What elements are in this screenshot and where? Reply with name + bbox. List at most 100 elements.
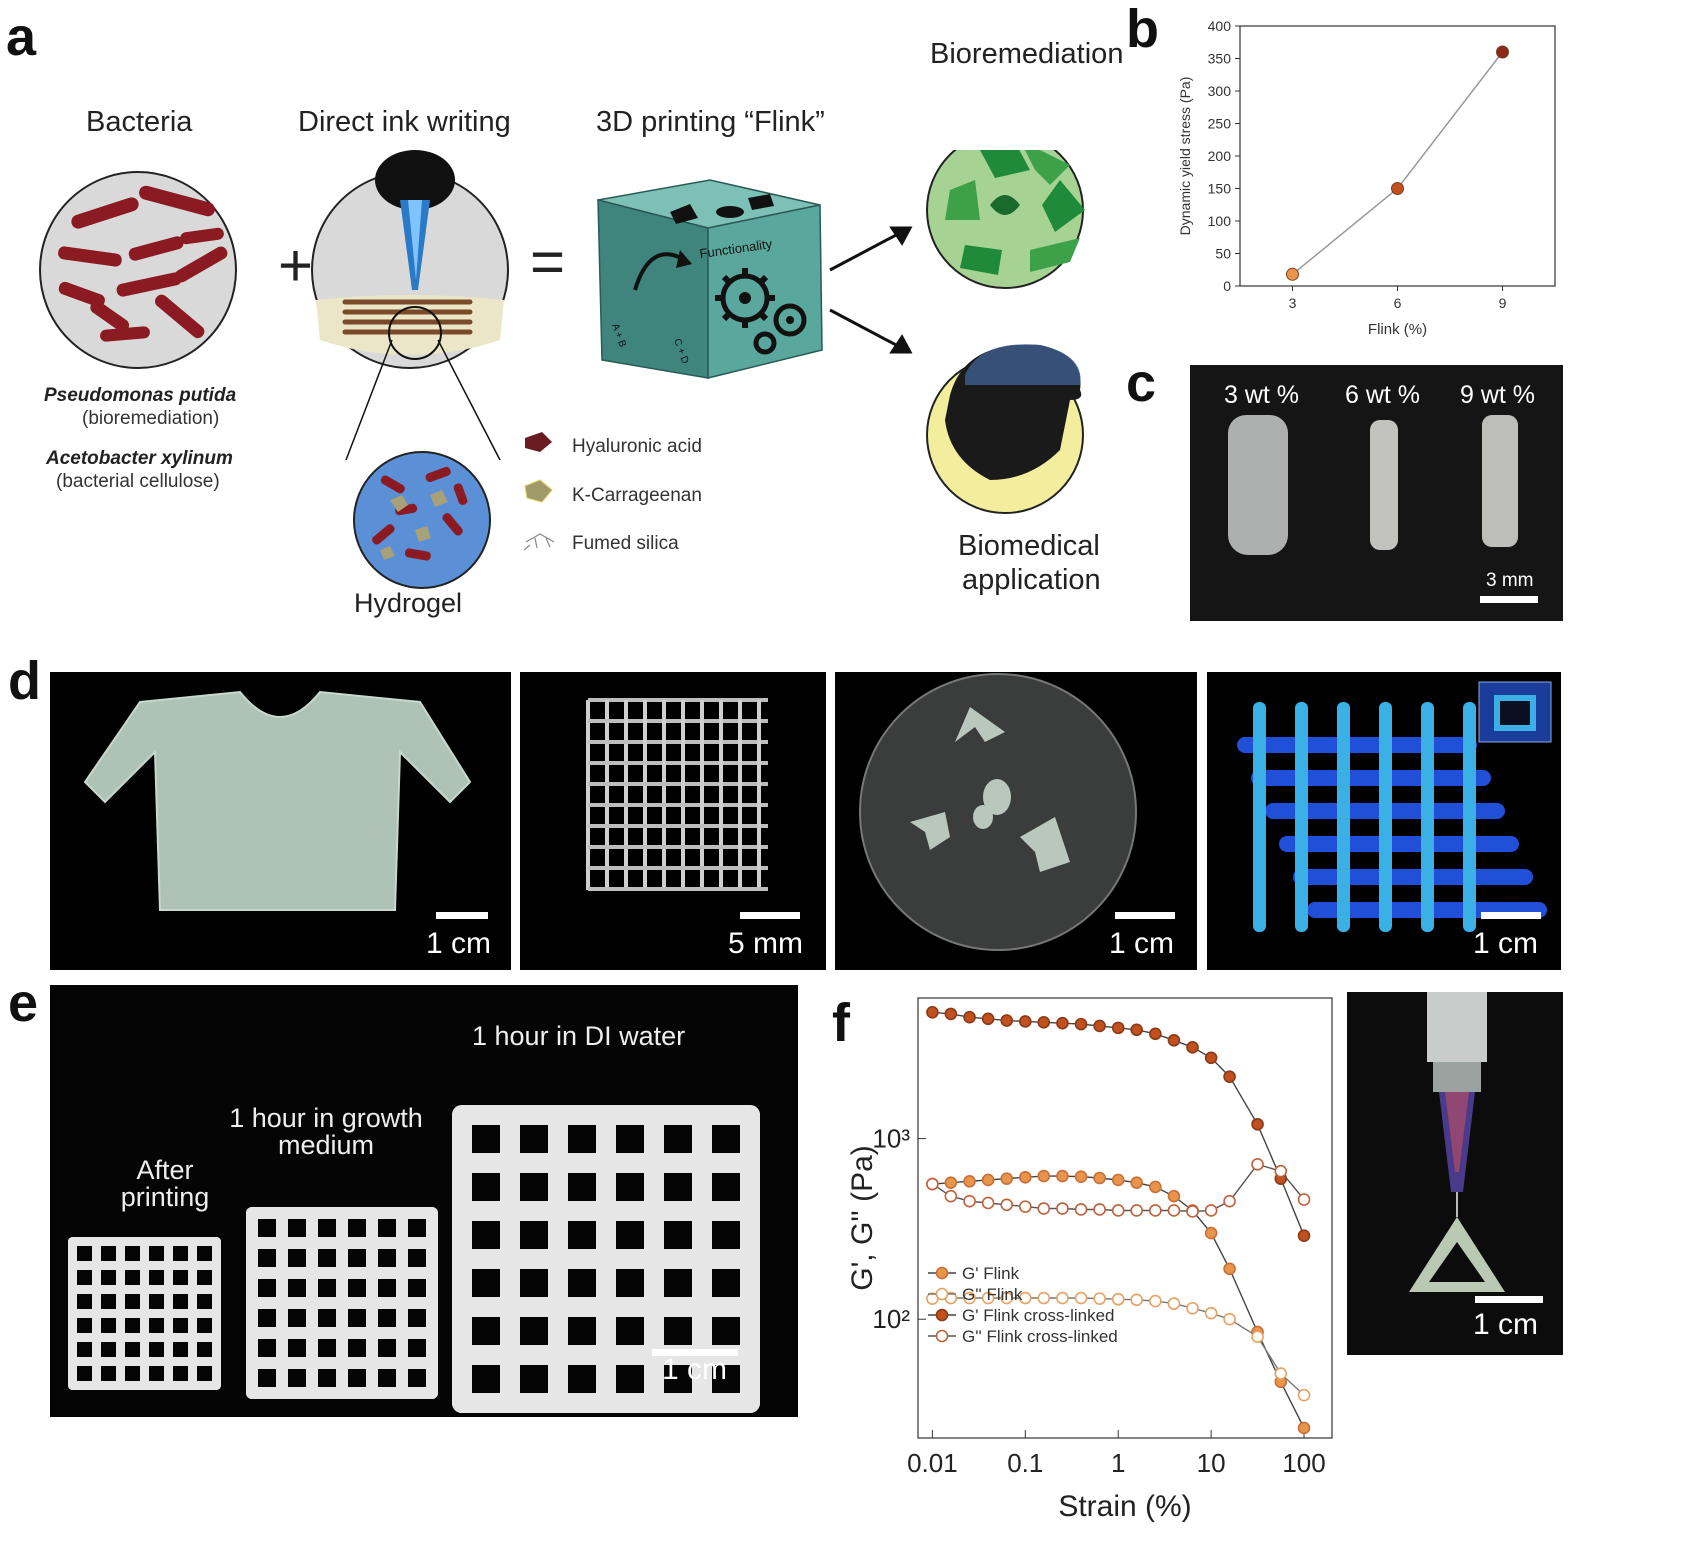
data-point-f <box>981 1173 995 1187</box>
photo-d-blue-lattice: 1 cm <box>1207 672 1561 970</box>
data-point-f <box>1223 1070 1236 1084</box>
plot-frame-b <box>1239 25 1556 287</box>
panel-label-a: a <box>6 7 37 67</box>
data-point-f <box>1037 1202 1051 1215</box>
ytick-label-b: 400 <box>1208 18 1232 34</box>
biomedical-line2: application <box>962 564 1101 596</box>
data-point-f <box>1167 1189 1181 1203</box>
data-point-f <box>944 1007 958 1021</box>
scalebar-d1 <box>436 912 488 919</box>
xtick-label-b: 6 <box>1394 295 1402 311</box>
legend-fumed-silica: Fumed silica <box>572 533 679 554</box>
ytick-label-f: 10³ <box>872 1124 910 1154</box>
legend-marker-f <box>935 1329 949 1343</box>
data-point-f <box>1251 1117 1264 1131</box>
xtick-label-f: 100 <box>1282 1448 1325 1478</box>
xtick-label-b: 3 <box>1289 295 1297 311</box>
data-point-b <box>1286 267 1299 281</box>
panel-label-c: c <box>1126 353 1157 413</box>
ytick-label-b: 250 <box>1208 116 1232 132</box>
data-point-f <box>1297 1421 1311 1435</box>
photo-d-lattice: 5 mm <box>520 672 826 970</box>
data-point-f <box>1130 1023 1143 1037</box>
panel-label-d: d <box>8 651 41 711</box>
data-point-f <box>926 1177 939 1191</box>
output-arrows <box>829 226 913 354</box>
data-point-f <box>1130 1293 1143 1307</box>
scale-text-d1: 1 cm <box>426 927 492 960</box>
label-after-printing-line2: printing <box>120 1182 210 1212</box>
legend-label-f: G'' Flink <box>962 1285 1023 1304</box>
scale-text-f: 1 cm <box>1473 1308 1539 1341</box>
ylabel-f: G', G'' (Pa) <box>846 1145 879 1291</box>
flink-cube <box>597 179 823 379</box>
data-point-f <box>1056 1291 1069 1305</box>
data-point-f <box>1204 1226 1218 1240</box>
data-point-f <box>1037 1169 1051 1183</box>
flink-title: 3D printing “Flink” <box>596 106 825 138</box>
data-point-f <box>1223 1262 1236 1276</box>
data-point-f <box>1149 1027 1162 1041</box>
panel-label-f: f <box>832 993 850 1053</box>
scale-text-c: 3 mm <box>1486 570 1534 591</box>
legend-label-f: G' Flink cross-linked <box>962 1306 1115 1325</box>
legend-label-f: G'' Flink cross-linked <box>962 1327 1118 1346</box>
data-point-f <box>1037 1016 1051 1029</box>
data-point-f <box>1274 1164 1288 1178</box>
data-point-f <box>1111 1292 1125 1306</box>
data-point-f <box>1000 1014 1014 1027</box>
photo-d-recycle: 1 cm <box>835 672 1197 970</box>
legend-marker-f <box>935 1287 949 1301</box>
data-point-f <box>1204 1051 1218 1065</box>
label-growth-medium-line1: 1 hour in growth <box>229 1103 423 1133</box>
data-point-f <box>1149 1294 1162 1308</box>
photo-f-nozzle: 1 cm <box>1347 992 1563 1355</box>
scale-text-d3: 1 cm <box>1109 927 1175 960</box>
bioremediation-title: Bioremediation <box>930 38 1124 70</box>
biomedical-line1: Biomedical <box>958 530 1100 562</box>
label-after-printing: After printing <box>110 1157 220 1211</box>
label-6wt: 6 wt % <box>1345 381 1421 409</box>
data-point-f <box>1056 1169 1069 1183</box>
ytick-label-b: 300 <box>1208 83 1232 99</box>
legend-hyaluronic-acid: Hyaluronic acid <box>572 436 702 457</box>
ytick-label-b: 50 <box>1215 246 1231 262</box>
data-point-f <box>981 1291 995 1305</box>
data-point-f <box>1093 1203 1106 1216</box>
ytick-label-b: 150 <box>1208 181 1232 197</box>
data-point-f <box>1074 1291 1088 1305</box>
data-point-f <box>1111 1021 1125 1035</box>
ylabel-b: Dynamic yield stress (Pa) <box>1177 77 1193 236</box>
ytick-label-b: 100 <box>1208 213 1232 229</box>
data-point-f <box>1093 1292 1106 1305</box>
data-point-f <box>1111 1204 1125 1217</box>
data-point-f <box>944 1176 958 1189</box>
panel-a-illustration: + <box>39 150 1085 589</box>
species1-note: (bioremediation) <box>82 408 220 429</box>
xlabel-b: Flink (%) <box>1368 321 1427 338</box>
xtick-label-f: 1 <box>1111 1448 1125 1478</box>
data-point-f <box>1251 1330 1264 1344</box>
xtick-label-b: 9 <box>1499 295 1507 311</box>
data-point-f <box>1037 1291 1051 1305</box>
scale-text-d2: 5 mm <box>728 927 803 960</box>
data-point-f <box>1149 1180 1162 1194</box>
legend-k-carrageenan: K-Carrageenan <box>572 485 702 506</box>
hydrogel-legend <box>523 432 555 551</box>
data-point-b <box>1391 182 1404 195</box>
label-after-printing-line1: After <box>136 1155 194 1185</box>
data-point-f <box>1019 1015 1032 1028</box>
ytick-label-f: 10² <box>872 1304 910 1334</box>
bacteria-title: Bacteria <box>86 106 193 138</box>
label-growth-medium-line2: medium <box>277 1130 375 1160</box>
data-point-f <box>1056 1016 1069 1030</box>
data-point-f <box>1074 1203 1088 1216</box>
photo-e-swelling: After printing 1 hour in growth medium 1… <box>50 985 798 1417</box>
xtick-label-f: 0.01 <box>907 1448 958 1478</box>
equals-sign: = <box>530 228 565 295</box>
data-point-b <box>1496 45 1509 59</box>
data-point-f <box>1167 1204 1181 1217</box>
ytick-label-b: 200 <box>1208 148 1232 164</box>
data-point-f <box>1149 1204 1162 1217</box>
data-point-f <box>1019 1291 1032 1305</box>
